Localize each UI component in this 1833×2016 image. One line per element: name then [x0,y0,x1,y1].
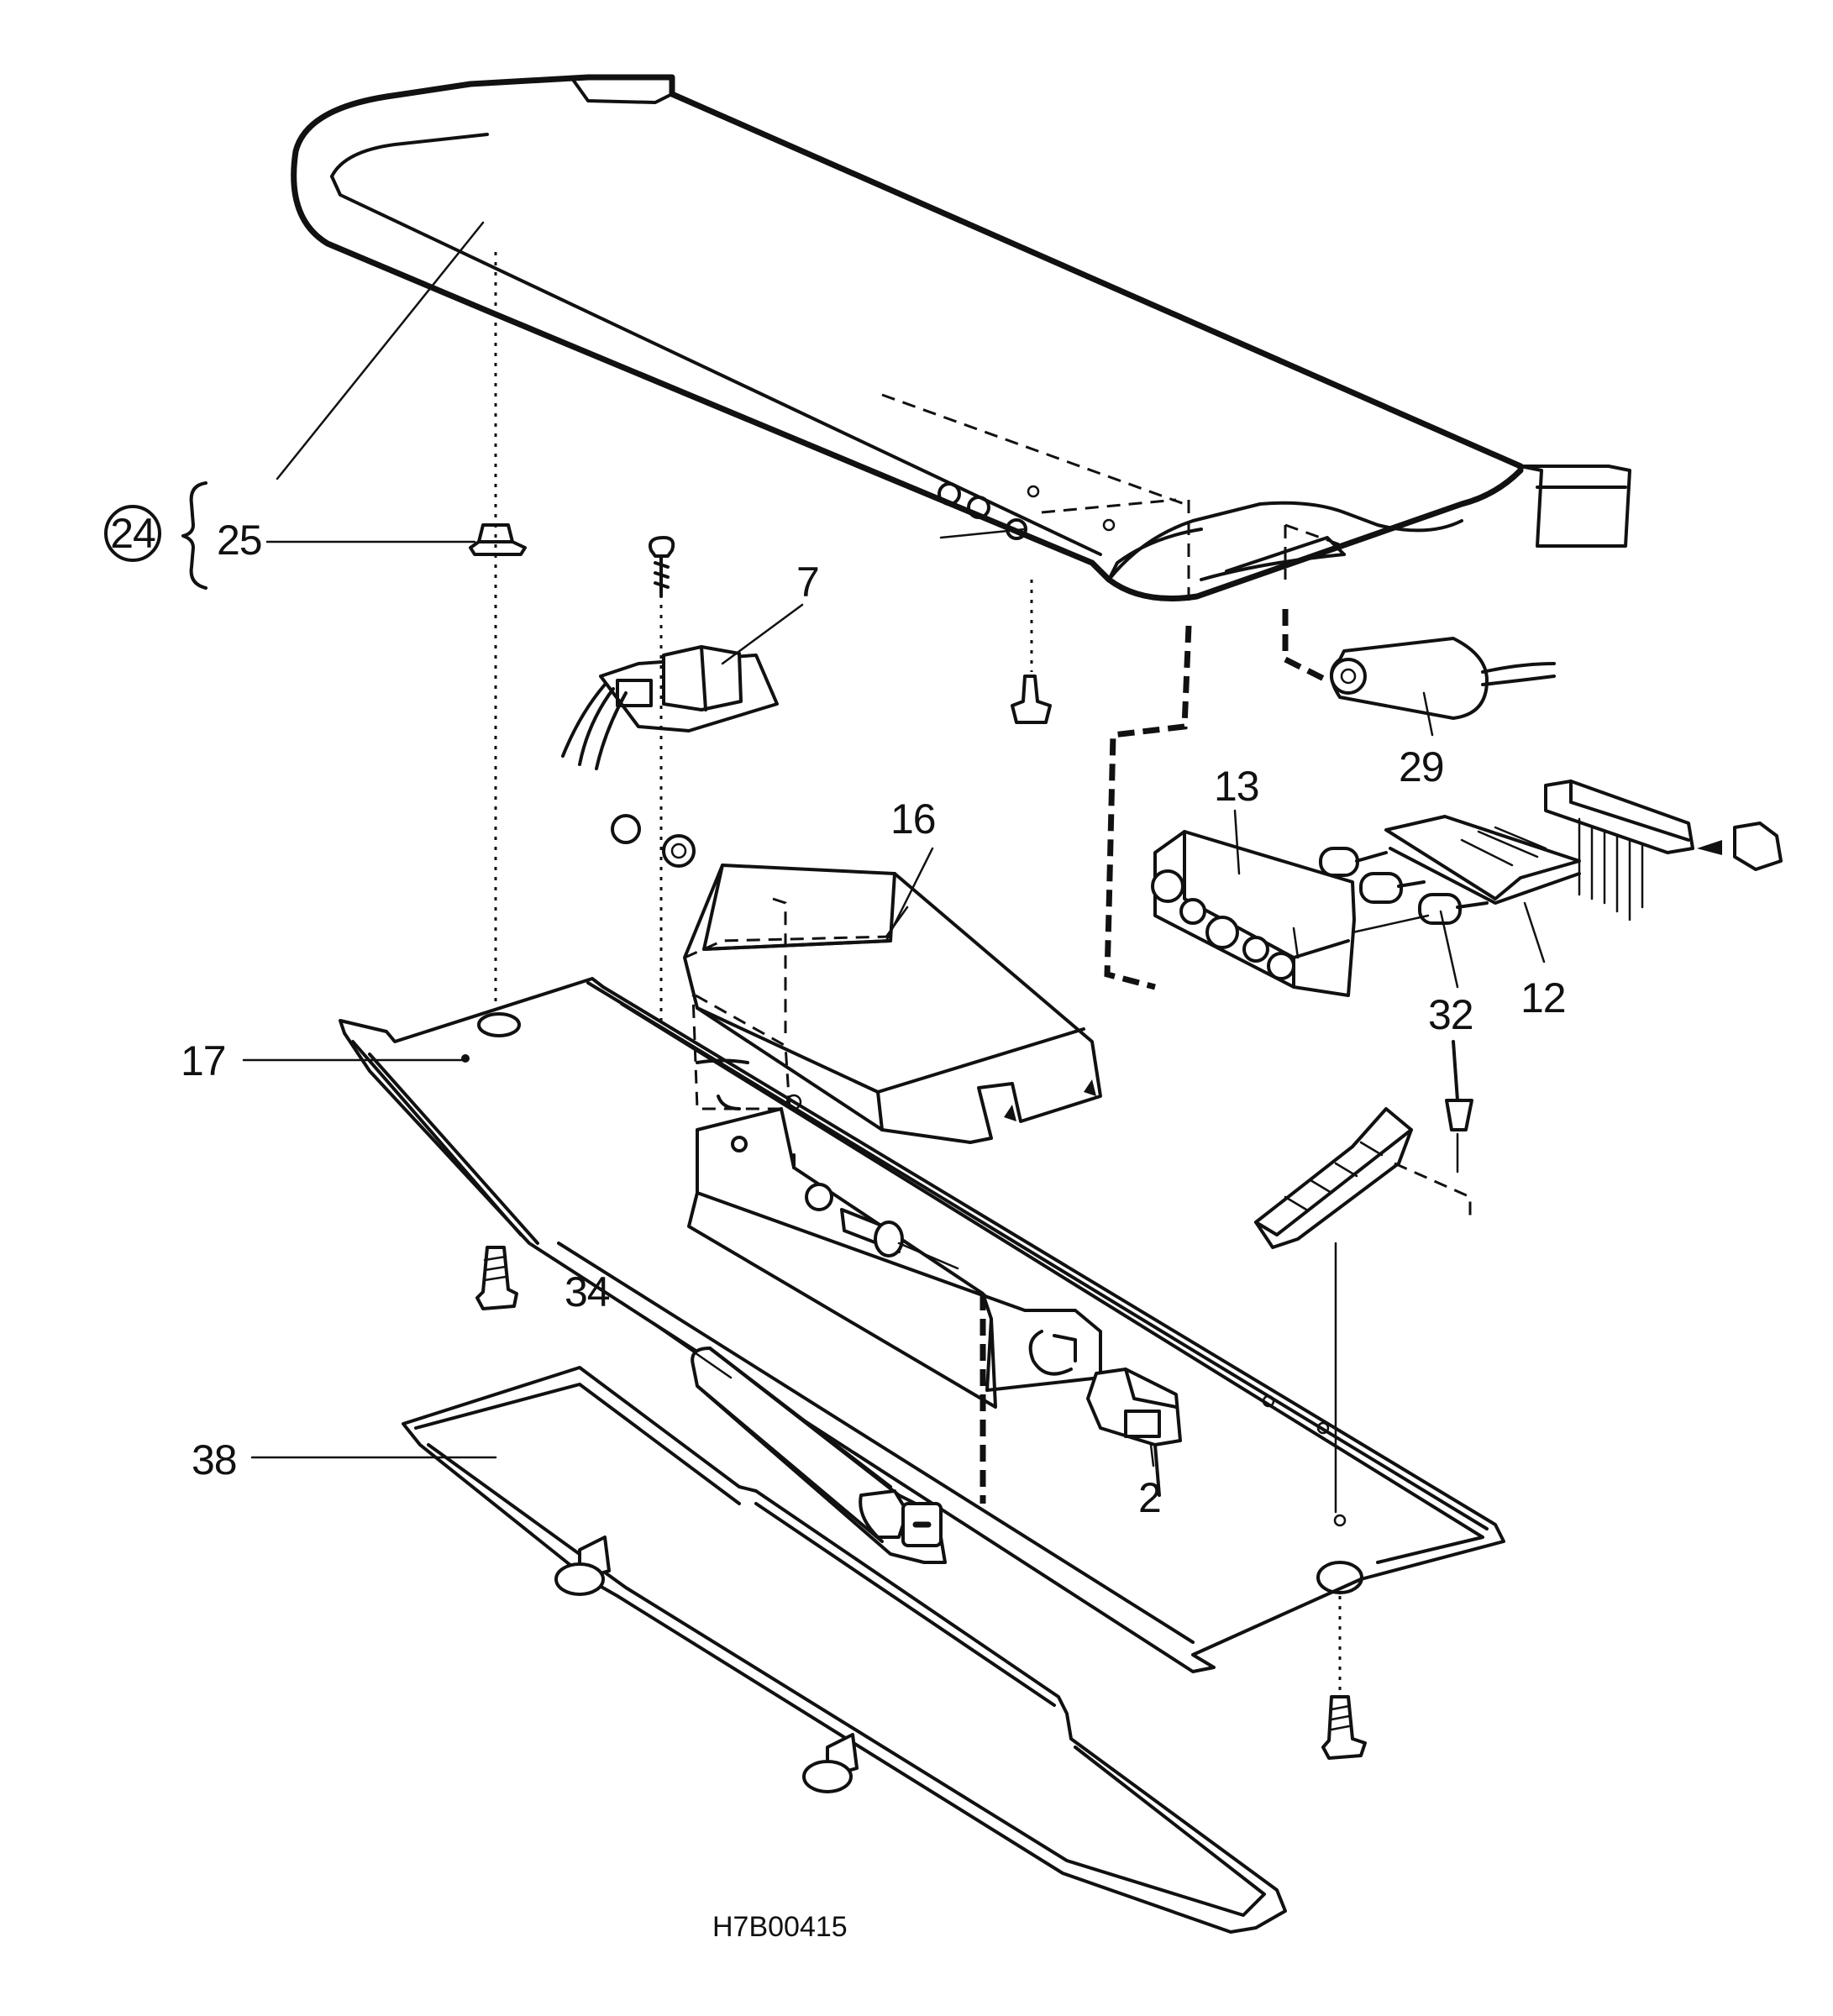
base-plate-17 [339,977,1505,1673]
label-29: 29 [1399,743,1444,790]
capacitor-29 [1282,609,1556,720]
cover-box-16 [683,864,1102,1144]
label-13: 13 [1214,763,1259,810]
screws [475,580,1367,1760]
bracket-clip-25 [469,252,527,1021]
terminal-strip [1254,1040,1473,1514]
label-17: 17 [181,1037,226,1084]
switch-unit-13 [1104,625,1356,997]
diffuser-38 [402,1366,1287,1934]
circuit-board-12 [1319,815,1581,934]
label-16: 16 [890,795,936,843]
label-32: 32 [1428,991,1473,1038]
label-25-tube: 25 [217,517,262,564]
callout-24: 24 [104,481,207,590]
lamp-holder-bracket [687,1107,1102,1504]
label-2: 2 [1138,1474,1161,1521]
leader-lines [242,221,1546,1467]
connector-block [1544,780,1783,921]
label-34: 34 [565,1268,610,1315]
label-24: 24 [110,510,155,557]
lamp-tube-34 [691,1347,947,1564]
drawing-code: H7B00415 [712,1911,848,1943]
label-12: 12 [1520,974,1566,1021]
top-housing [291,74,1631,605]
starter-2 [1086,1368,1182,1497]
label-7: 7 [796,559,819,606]
label-38: 38 [192,1436,237,1483]
